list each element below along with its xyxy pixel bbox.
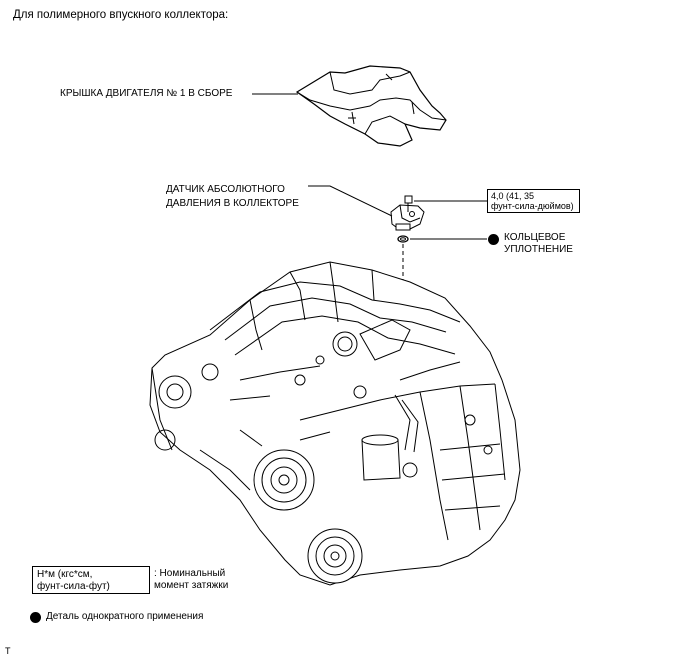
- engine-block-drawing: [149, 261, 521, 586]
- bolt-drawing: [404, 195, 413, 212]
- o-ring-label-line1: КОЛЬЦЕВОЕ: [504, 232, 566, 243]
- legend-torque-unit-line1: Н*м (кгс*см,: [37, 569, 93, 580]
- torque-spec-box: 4,0 (41, 35 фунт-сила-дюймов): [487, 189, 580, 213]
- diagram-heading: Для полимерного впускного коллектора:: [13, 9, 229, 21]
- corner-mark: T: [5, 646, 11, 656]
- legend-torque-desc-line1: : Номинальный: [154, 568, 226, 579]
- engine-cover-drawing: [295, 65, 447, 147]
- legend-non-reusable-label: Деталь однократного применения: [46, 611, 204, 622]
- legend-non-reusable-icon: [30, 612, 41, 623]
- o-ring-label-line2: УПЛОТНЕНИЕ: [504, 244, 573, 255]
- non-reusable-marker-icon: [488, 234, 499, 245]
- accessory-pulley: [307, 528, 363, 584]
- engine-cover-label: КРЫШКА ДВИГАТЕЛЯ № 1 В СБОРЕ: [60, 88, 233, 99]
- map-sensor-drawing: [390, 204, 425, 231]
- legend-torque-description: : Номинальный момент затяжки: [154, 568, 228, 592]
- map-sensor-label: ДАТЧИК АБСОЛЮТНОГО ДАВЛЕНИЯ В КОЛЛЕКТОРЕ: [166, 184, 299, 210]
- legend-torque-desc-line2: момент затяжки: [154, 580, 229, 591]
- crank-pulley: [253, 449, 315, 511]
- map-sensor-label-line1: ДАТЧИК АБСОЛЮТНОГО: [166, 184, 285, 195]
- legend-torque-unit-line2: фунт-сила-фут): [37, 581, 110, 592]
- o-ring-drawing: [397, 235, 409, 243]
- legend-torque-box: Н*м (кгс*см, фунт-сила-фут): [32, 566, 150, 594]
- o-ring-label: КОЛЬЦЕВОЕ УПЛОТНЕНИЕ: [504, 232, 573, 256]
- map-sensor-label-line2: ДАВЛЕНИЯ В КОЛЛЕКТОРЕ: [166, 198, 299, 209]
- torque-spec-line2: фунт-сила-дюймов): [491, 201, 574, 211]
- torque-spec-line1: 4,0 (41, 35: [491, 191, 535, 201]
